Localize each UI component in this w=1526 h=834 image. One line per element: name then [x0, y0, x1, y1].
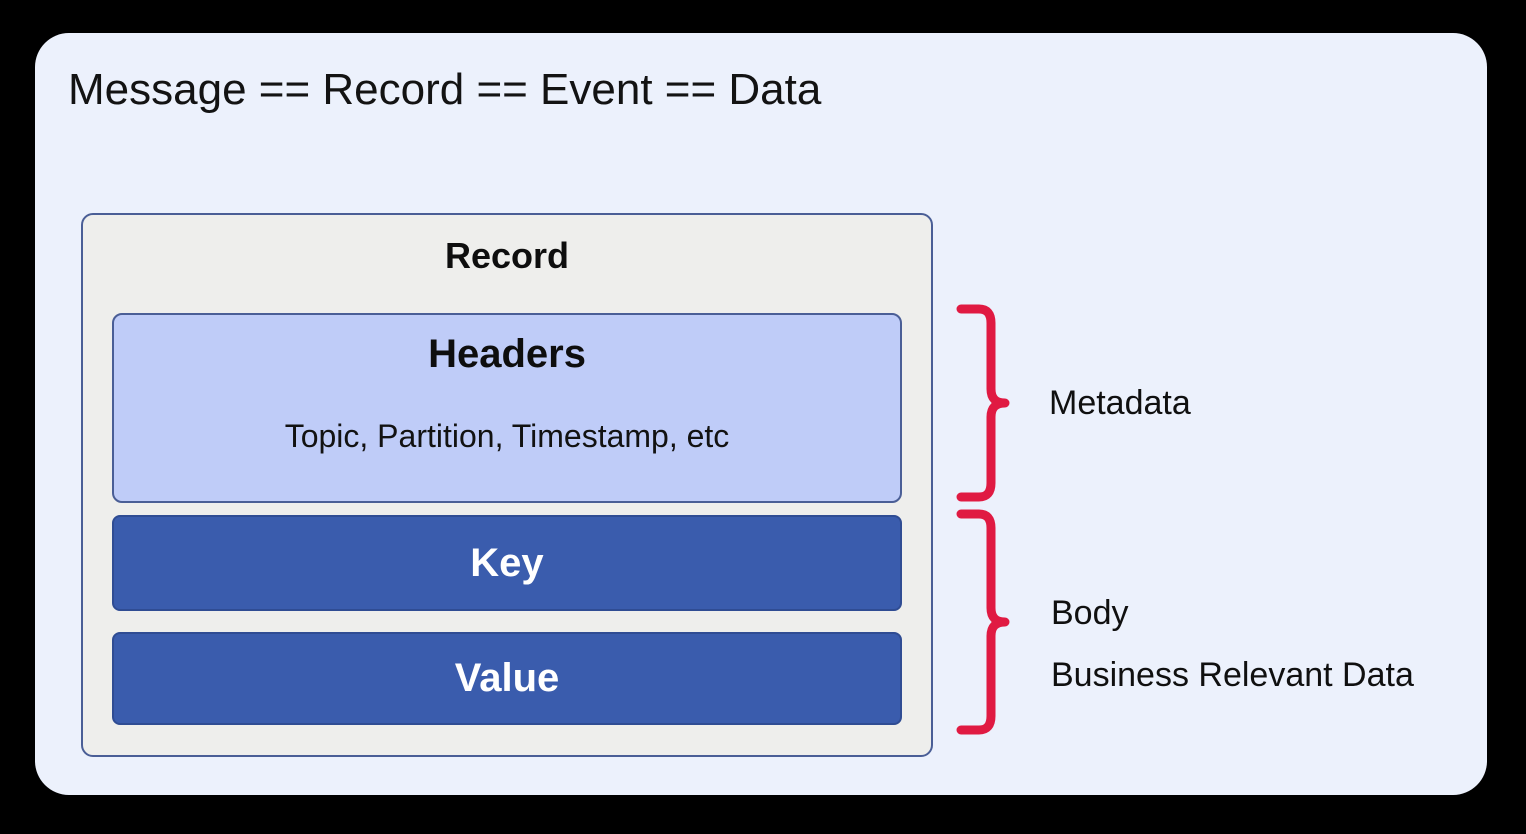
headers-title: Headers [428, 332, 586, 376]
value-section: Value [112, 632, 902, 725]
business-relevant-data-label: Business Relevant Data [1051, 656, 1414, 694]
key-section: Key [112, 515, 902, 611]
record-container: Record Headers Topic, Partition, Timesta… [81, 213, 933, 757]
body-annotation-label: Body [1051, 594, 1129, 632]
kafka-record-card: Message == Record == Event == Data Recor… [35, 33, 1487, 795]
page-title: Message == Record == Event == Data [68, 65, 822, 114]
value-label: Value [454, 656, 560, 700]
body-brace-icon [956, 509, 1010, 735]
record-label: Record [444, 235, 570, 276]
metadata-brace-icon [956, 304, 1010, 502]
headers-section: Headers Topic, Partition, Timestamp, etc [112, 313, 902, 503]
headers-subtitle: Topic, Partition, Timestamp, etc [284, 418, 730, 454]
key-label: Key [470, 540, 544, 585]
metadata-annotation-label: Metadata [1049, 384, 1191, 422]
